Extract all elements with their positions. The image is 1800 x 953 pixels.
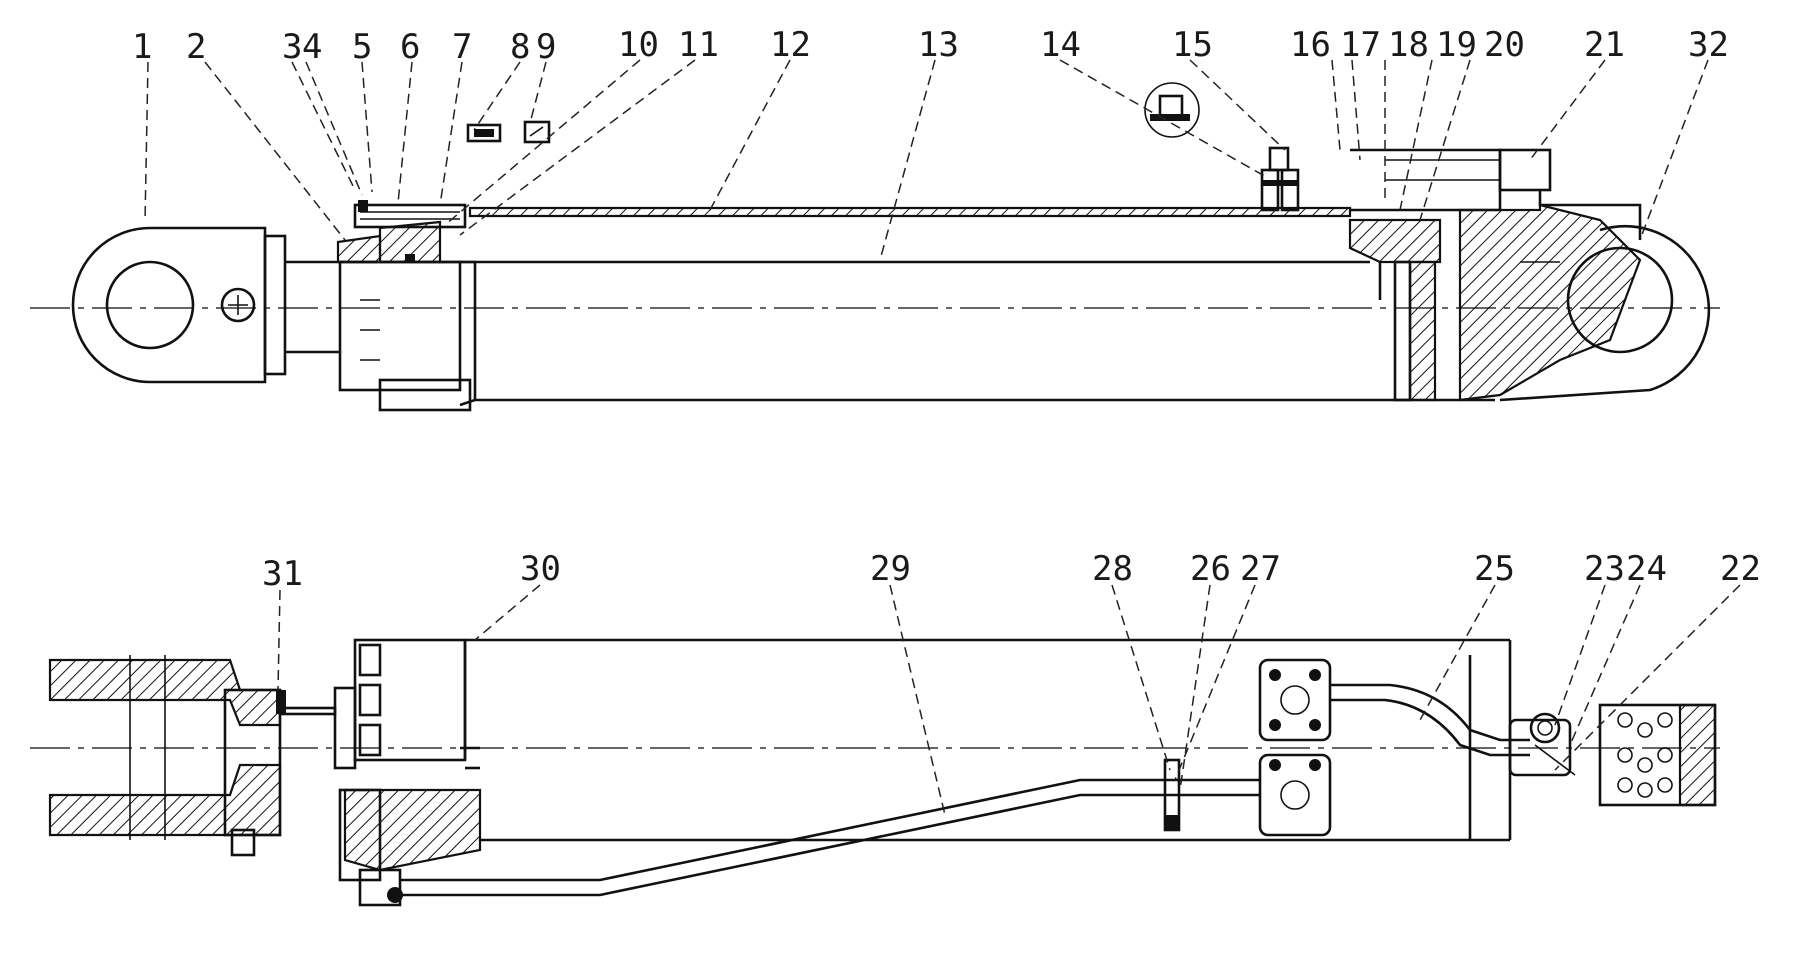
callout-29: 29 <box>870 549 911 589</box>
callout-27: 27 <box>1240 549 1281 589</box>
callout-9: 9 <box>536 27 556 67</box>
callout-22: 22 <box>1720 549 1761 589</box>
callout-26: 26 <box>1190 549 1231 589</box>
callout-1: 1 <box>132 27 152 67</box>
detail-insets-top <box>466 120 551 144</box>
callout-3: 3 <box>282 27 302 67</box>
callout-10: 10 <box>618 25 659 65</box>
callout-23: 23 <box>1584 549 1625 589</box>
top-view: 1 2 3 4 5 6 7 8 9 10 11 12 13 14 15 16 1… <box>30 25 1729 412</box>
end-bearing-right <box>1598 703 1717 807</box>
callout-13: 13 <box>918 25 959 65</box>
callouts-top: 1 2 3 4 5 6 7 8 9 10 11 12 13 14 15 16 1… <box>132 25 1729 67</box>
callout-17: 17 <box>1340 25 1381 65</box>
callout-5: 5 <box>352 27 372 67</box>
callout-30: 30 <box>520 549 561 589</box>
port-detail-top <box>1144 82 1300 212</box>
pipe-29 <box>400 778 1260 897</box>
gland-left <box>336 200 477 412</box>
callout-11: 11 <box>678 25 719 65</box>
callout-15: 15 <box>1172 25 1213 65</box>
callout-14: 14 <box>1040 25 1081 65</box>
callout-2: 2 <box>186 27 206 67</box>
callout-28: 28 <box>1092 549 1133 589</box>
callout-12: 12 <box>770 25 811 65</box>
callout-32: 32 <box>1688 25 1729 65</box>
callout-7: 7 <box>452 27 472 67</box>
bottom-view: 31 30 29 28 26 27 25 23 24 22 <box>30 549 1761 907</box>
callout-19: 19 <box>1436 25 1477 65</box>
leaders-top <box>144 59 1709 261</box>
fitting-23-24 <box>1508 712 1576 777</box>
callout-31: 31 <box>262 554 303 594</box>
callout-24: 24 <box>1626 549 1667 589</box>
gland-bottom <box>333 638 482 907</box>
callout-8: 8 <box>510 27 530 67</box>
piston-rod <box>285 260 1370 354</box>
piston-end-cap <box>1348 148 1711 402</box>
callout-25: 25 <box>1474 549 1515 589</box>
pipe-25 <box>1330 683 1530 757</box>
cylinder-barrel <box>468 206 1495 402</box>
barrel-bottom <box>460 638 1512 842</box>
callouts-bottom: 31 30 29 28 26 27 25 23 24 22 <box>262 549 1761 594</box>
callout-20: 20 <box>1484 25 1525 65</box>
callout-21: 21 <box>1584 25 1625 65</box>
leaders-bottom <box>277 584 1741 816</box>
callout-18: 18 <box>1388 25 1429 65</box>
callout-4: 4 <box>302 27 322 67</box>
callout-16: 16 <box>1290 25 1331 65</box>
clevis-left <box>48 655 337 857</box>
callout-6: 6 <box>400 27 420 67</box>
rod-eye-left <box>71 226 287 384</box>
